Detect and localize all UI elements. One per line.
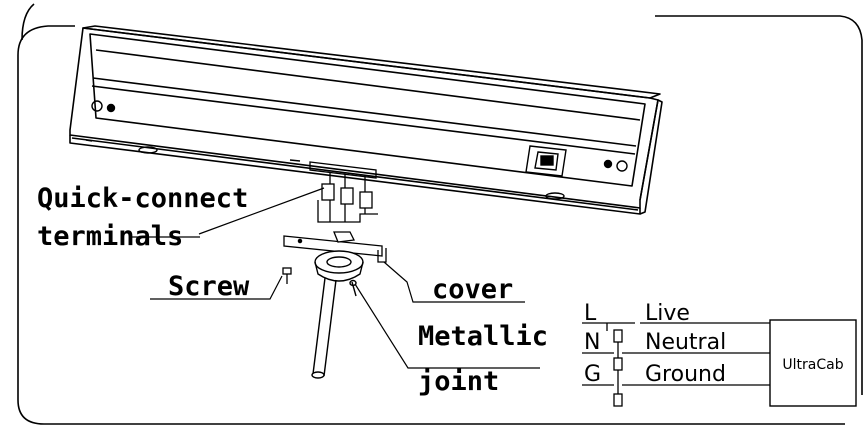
label-cover: cover (432, 274, 513, 305)
wiring-name-live: Live (645, 301, 690, 326)
label-screw: Screw (168, 271, 250, 302)
wiring-code-l: L (584, 301, 597, 326)
mounting-bar (283, 231, 387, 263)
canopy (314, 250, 364, 282)
label-quick-connect: Quick-connect (37, 183, 248, 214)
wiring-name-ground: Ground (645, 362, 726, 387)
wiring-code-n: N (584, 330, 600, 355)
quick-connect-terminals-drawing (309, 161, 378, 223)
screw-drawing (282, 267, 292, 284)
ultracab-label: UltraCab (782, 357, 843, 373)
ultracab-box (769, 319, 857, 407)
label-metallic: Metallic (418, 321, 548, 352)
frame-border (17, 3, 863, 425)
wiring-name-neutral: Neutral (645, 330, 726, 355)
label-joint: joint (418, 366, 499, 397)
label-terminals: terminals (37, 221, 183, 252)
fixture-holes (85, 100, 628, 200)
wiring-schematic (582, 322, 770, 407)
wiring-code-g: G (584, 362, 601, 387)
pipe (311, 277, 357, 379)
leader-lines (130, 187, 540, 369)
switch-box (525, 145, 567, 177)
fixture-body (69, 25, 663, 215)
